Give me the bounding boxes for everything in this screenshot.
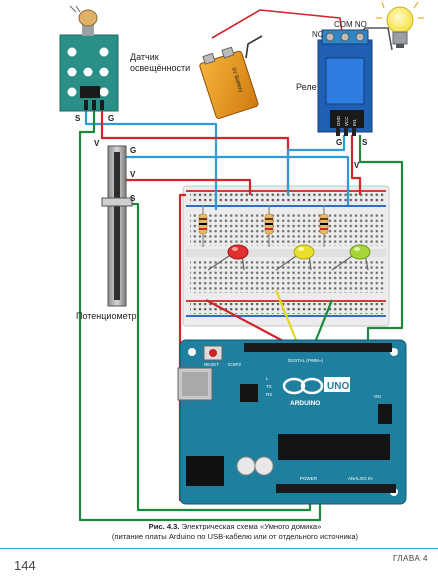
arduino-uno-model: UNO [327, 381, 349, 392]
arduino-rx-label: RX [266, 392, 272, 397]
light-sensor-label-1: Датчик [130, 52, 159, 62]
resistor-3 [319, 205, 329, 247]
pot-g-label: G [130, 146, 136, 155]
chapter-label: ГЛАВА 4 [392, 554, 428, 563]
sensor-g-label: G [108, 114, 114, 123]
resistor-1 [198, 205, 208, 247]
figure-note: (питание платы Arduino по USB-кабелю или… [111, 532, 359, 541]
figure-caption: Рис. 4.3. Электрическая схема «Умного до… [60, 522, 410, 542]
arduino-digital-label: DIGITAL (PWM~) [288, 358, 323, 363]
sensor-s-label: S [75, 114, 81, 123]
arduino-power-label: POWER [300, 476, 318, 481]
led-green [349, 244, 371, 260]
relay-v-label: V [354, 161, 360, 170]
relay-gnd-label: GND [336, 115, 341, 126]
potentiometer-label: Потенциометр [76, 311, 136, 321]
arduino-l-label: L [266, 376, 269, 381]
footer-divider [0, 548, 438, 549]
relay-com-no-label: COM NO [334, 20, 367, 29]
relay-g-label: G [336, 138, 342, 147]
light-sensor-label-2: освещённости [130, 63, 190, 73]
arduino-reset-label: RESET [204, 362, 219, 367]
arduino-analog-label: ANALOG IN [348, 476, 373, 481]
light-sensor-module [59, 5, 119, 112]
led-yellow [293, 244, 315, 260]
arduino-uno-board [177, 339, 407, 505]
light-bulb [376, 1, 424, 48]
pot-v-label: V [130, 170, 136, 179]
potentiometer [101, 145, 133, 307]
arduino-brand: ARDUINO [290, 400, 320, 407]
arduino-on-label: ON [374, 394, 381, 399]
relay-nc-label: NC [312, 30, 324, 39]
relay-label: Реле [296, 82, 317, 92]
relay-vcc-label: VCC [344, 116, 349, 126]
led-red [227, 244, 249, 260]
relay-s-label: S [362, 138, 368, 147]
arduino-icsp-label: ICSP2 [228, 362, 242, 367]
resistor-2 [264, 205, 274, 247]
figure-title: Электрическая схема «Умного домика» [179, 522, 322, 531]
page-number: 144 [14, 558, 36, 573]
sensor-v-label: V [94, 139, 100, 148]
battery-9v: 9V Battery [199, 46, 259, 119]
relay-in1-label: IN1 [352, 119, 357, 127]
relay-module [317, 29, 373, 136]
figure-number: Рис. 4.3. [148, 522, 180, 531]
arduino-tx-label: TX [266, 384, 272, 389]
pot-s-label: S [130, 194, 136, 203]
